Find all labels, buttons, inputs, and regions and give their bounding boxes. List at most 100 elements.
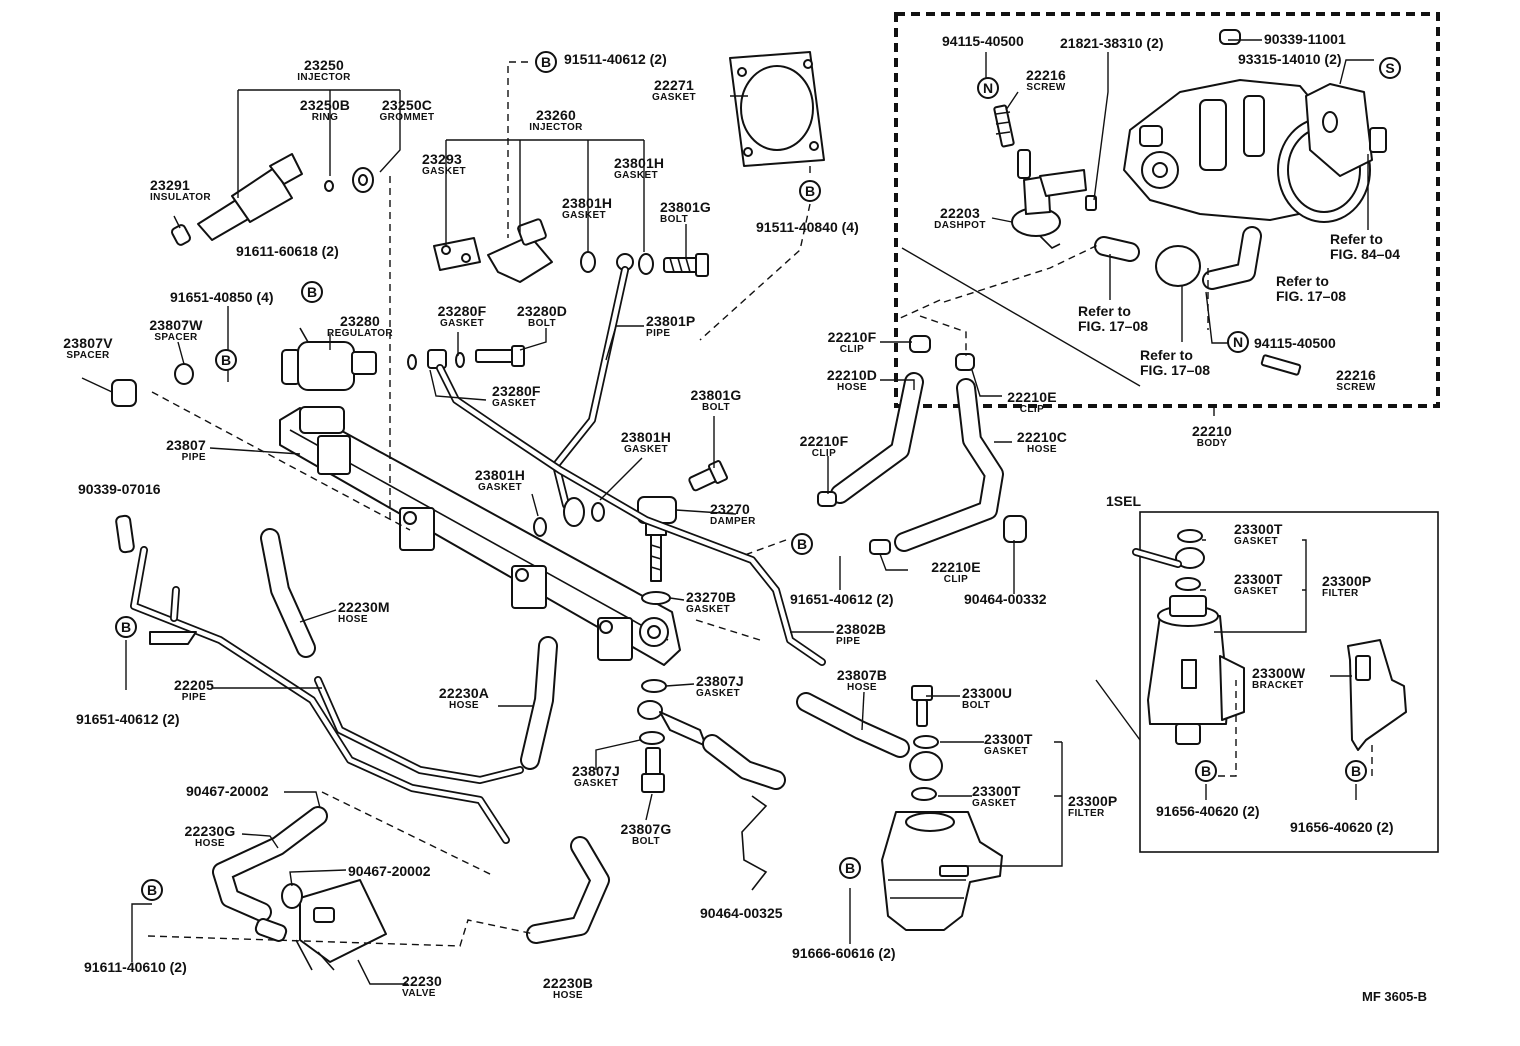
vsv-valve-22230 xyxy=(254,879,387,971)
partno-90464-00332: 90464-00332 xyxy=(964,591,1047,607)
inset-bracket-23300w xyxy=(1347,639,1407,751)
leader-lines xyxy=(81,39,1374,985)
b-symbol-91511-40840: B xyxy=(799,180,821,202)
injector-23250 xyxy=(171,153,374,246)
screw-22216-lower xyxy=(1260,354,1302,376)
fastener-symbols: B B B B B B B B B B N N S xyxy=(115,51,1401,901)
partno-91611-60618: 91611-60618 (2) xyxy=(236,243,339,259)
svg-text:B: B xyxy=(147,882,157,898)
throttle-position-sensor xyxy=(1305,83,1387,177)
svg-text:N: N xyxy=(983,80,993,96)
partno-91651-40612-right: 91651-40612 (2) xyxy=(790,591,894,607)
n-symbol-94115-40500-top: N xyxy=(977,77,999,99)
clip-22210f-upper xyxy=(909,335,931,353)
partno-91666-60616: 91666-60616 (2) xyxy=(792,945,896,961)
b-symbol-91666-60616: B xyxy=(839,857,861,879)
clip-22210e-upper xyxy=(955,353,975,371)
bolt-23300u xyxy=(911,685,933,701)
figure-code: MF 3605-B xyxy=(1362,989,1428,1004)
svg-text:B: B xyxy=(845,860,855,876)
b-symbol-91651-40850: B xyxy=(215,349,237,371)
gasket-23807j-lower xyxy=(639,731,665,745)
b-symbol-91656-40620-left: B xyxy=(1195,760,1217,782)
svg-text:B: B xyxy=(1351,763,1361,779)
fuel-delivery-pipe xyxy=(279,406,681,666)
b-symbol-91651-40612-left: B xyxy=(115,616,137,638)
svg-text:S: S xyxy=(1385,60,1394,76)
dashpot-22203 xyxy=(1011,149,1097,249)
partno-94115-40500-top: 94115-40500 xyxy=(942,33,1024,49)
union-bolt-23807g xyxy=(645,747,661,777)
spacer-23807w xyxy=(174,363,194,385)
partno-91511-40840: 91511-40840 (4) xyxy=(756,219,859,235)
b-symbol-91611-60618: B xyxy=(301,281,323,303)
partno-91656-40620-right: 91656-40620 (2) xyxy=(1290,819,1394,835)
partno-90467-20002-upper: 90467-20002 xyxy=(186,783,269,799)
throttle-body-assembly xyxy=(1123,29,1371,223)
partno-91656-40620-left: 91656-40620 (2) xyxy=(1156,803,1260,819)
clip-22210e-lower xyxy=(869,539,891,555)
svg-text:B: B xyxy=(307,284,317,300)
spacer-23807v xyxy=(111,379,137,407)
partno-91611-40610: 91611-40610 (2) xyxy=(84,959,187,975)
union-bolt-23801g xyxy=(663,253,709,277)
gasket-23300t-upper xyxy=(913,735,939,749)
partno-90467-20002-lower: 90467-20002 xyxy=(348,863,431,879)
svg-text:B: B xyxy=(797,536,807,552)
inset-title-1sel: 1SEL xyxy=(1106,493,1142,509)
pulsation-damper xyxy=(637,496,677,605)
throttle-body-gasket xyxy=(729,51,825,167)
b-symbol-91611-40610: B xyxy=(141,879,163,901)
partno-91511-40612: 91511-40612 (2) xyxy=(564,51,667,67)
screw-22216-upper xyxy=(993,104,1015,148)
partno-90464-00325: 90464-00325 xyxy=(700,905,783,921)
throttle-body-group-border xyxy=(894,12,1440,408)
inset-fuel-filter xyxy=(1147,529,1245,745)
throttle-body-connector-line xyxy=(901,247,1141,387)
partno-90339-11001: 90339-11001 xyxy=(1264,31,1346,47)
union-bolt-23801g-lower xyxy=(688,460,729,492)
injector-23260 xyxy=(433,218,654,283)
partno-91651-40612-left: 91651-40612 (2) xyxy=(76,711,180,727)
dashed-assembly-lines xyxy=(147,61,1373,947)
